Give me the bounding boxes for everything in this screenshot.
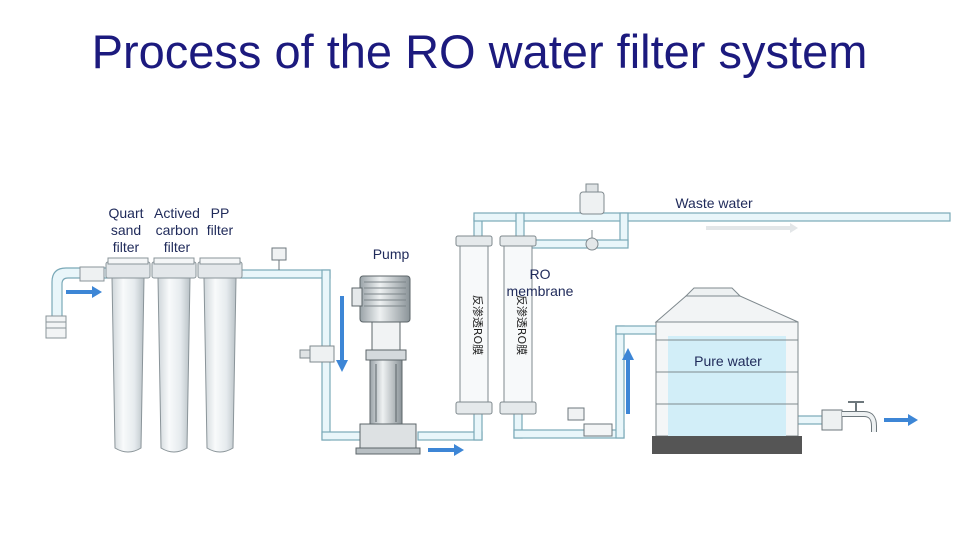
pump-outlet-pipe [417,431,483,441]
ro-membrane-1: 反渗透RO膜 [455,235,493,415]
outlet-faucet [821,401,877,432]
outlet-arrow [884,414,918,426]
inlet-fitting [45,266,105,339]
quartz-sand-filter-label: Quart sand filter [108,205,144,255]
quartz-sand-filter [105,257,151,453]
permeate-riser [615,325,625,439]
activated-carbon-filter-label: Actived carbon filter [154,205,200,255]
pump-label: Pump [372,246,410,262]
inlet-arrow [66,286,102,298]
pump [351,275,421,455]
permeate-arrow [622,348,634,414]
solenoid-valve-inlet [299,345,335,363]
flow-arrows [66,286,918,456]
pressure-switch [271,247,287,270]
filter-outlet-pipe [239,269,331,279]
permeate-pressure-switch [567,407,613,437]
pump-inlet-arrow [336,296,348,372]
membrane-1-text: 反渗透RO膜 [471,295,485,355]
pp-filter [197,257,243,453]
waste-flow-arrow [706,223,798,233]
waste-water-label: Waste water [675,195,753,211]
pump-inlet-pipe-horizontal [321,431,363,441]
ro-membrane-2: 反渗透RO膜 [499,235,537,415]
activated-carbon-filter [151,257,197,453]
waste-solenoid-valve [579,183,605,215]
membrane-2-text: 反渗透RO膜 [515,295,529,355]
pure-water-label: Pure water [694,353,762,369]
waste-flow-valve [585,230,599,251]
pump-outlet-arrow [428,444,464,456]
waste-water-pipe [473,212,951,222]
tank-inlet-pipe [615,325,663,335]
page-title: Process of the RO water filter system [91,25,868,78]
pp-filter-label: PP filter [206,205,234,238]
ro-membrane-label: RO membrane [506,266,574,299]
pure-water-tank [652,287,802,454]
